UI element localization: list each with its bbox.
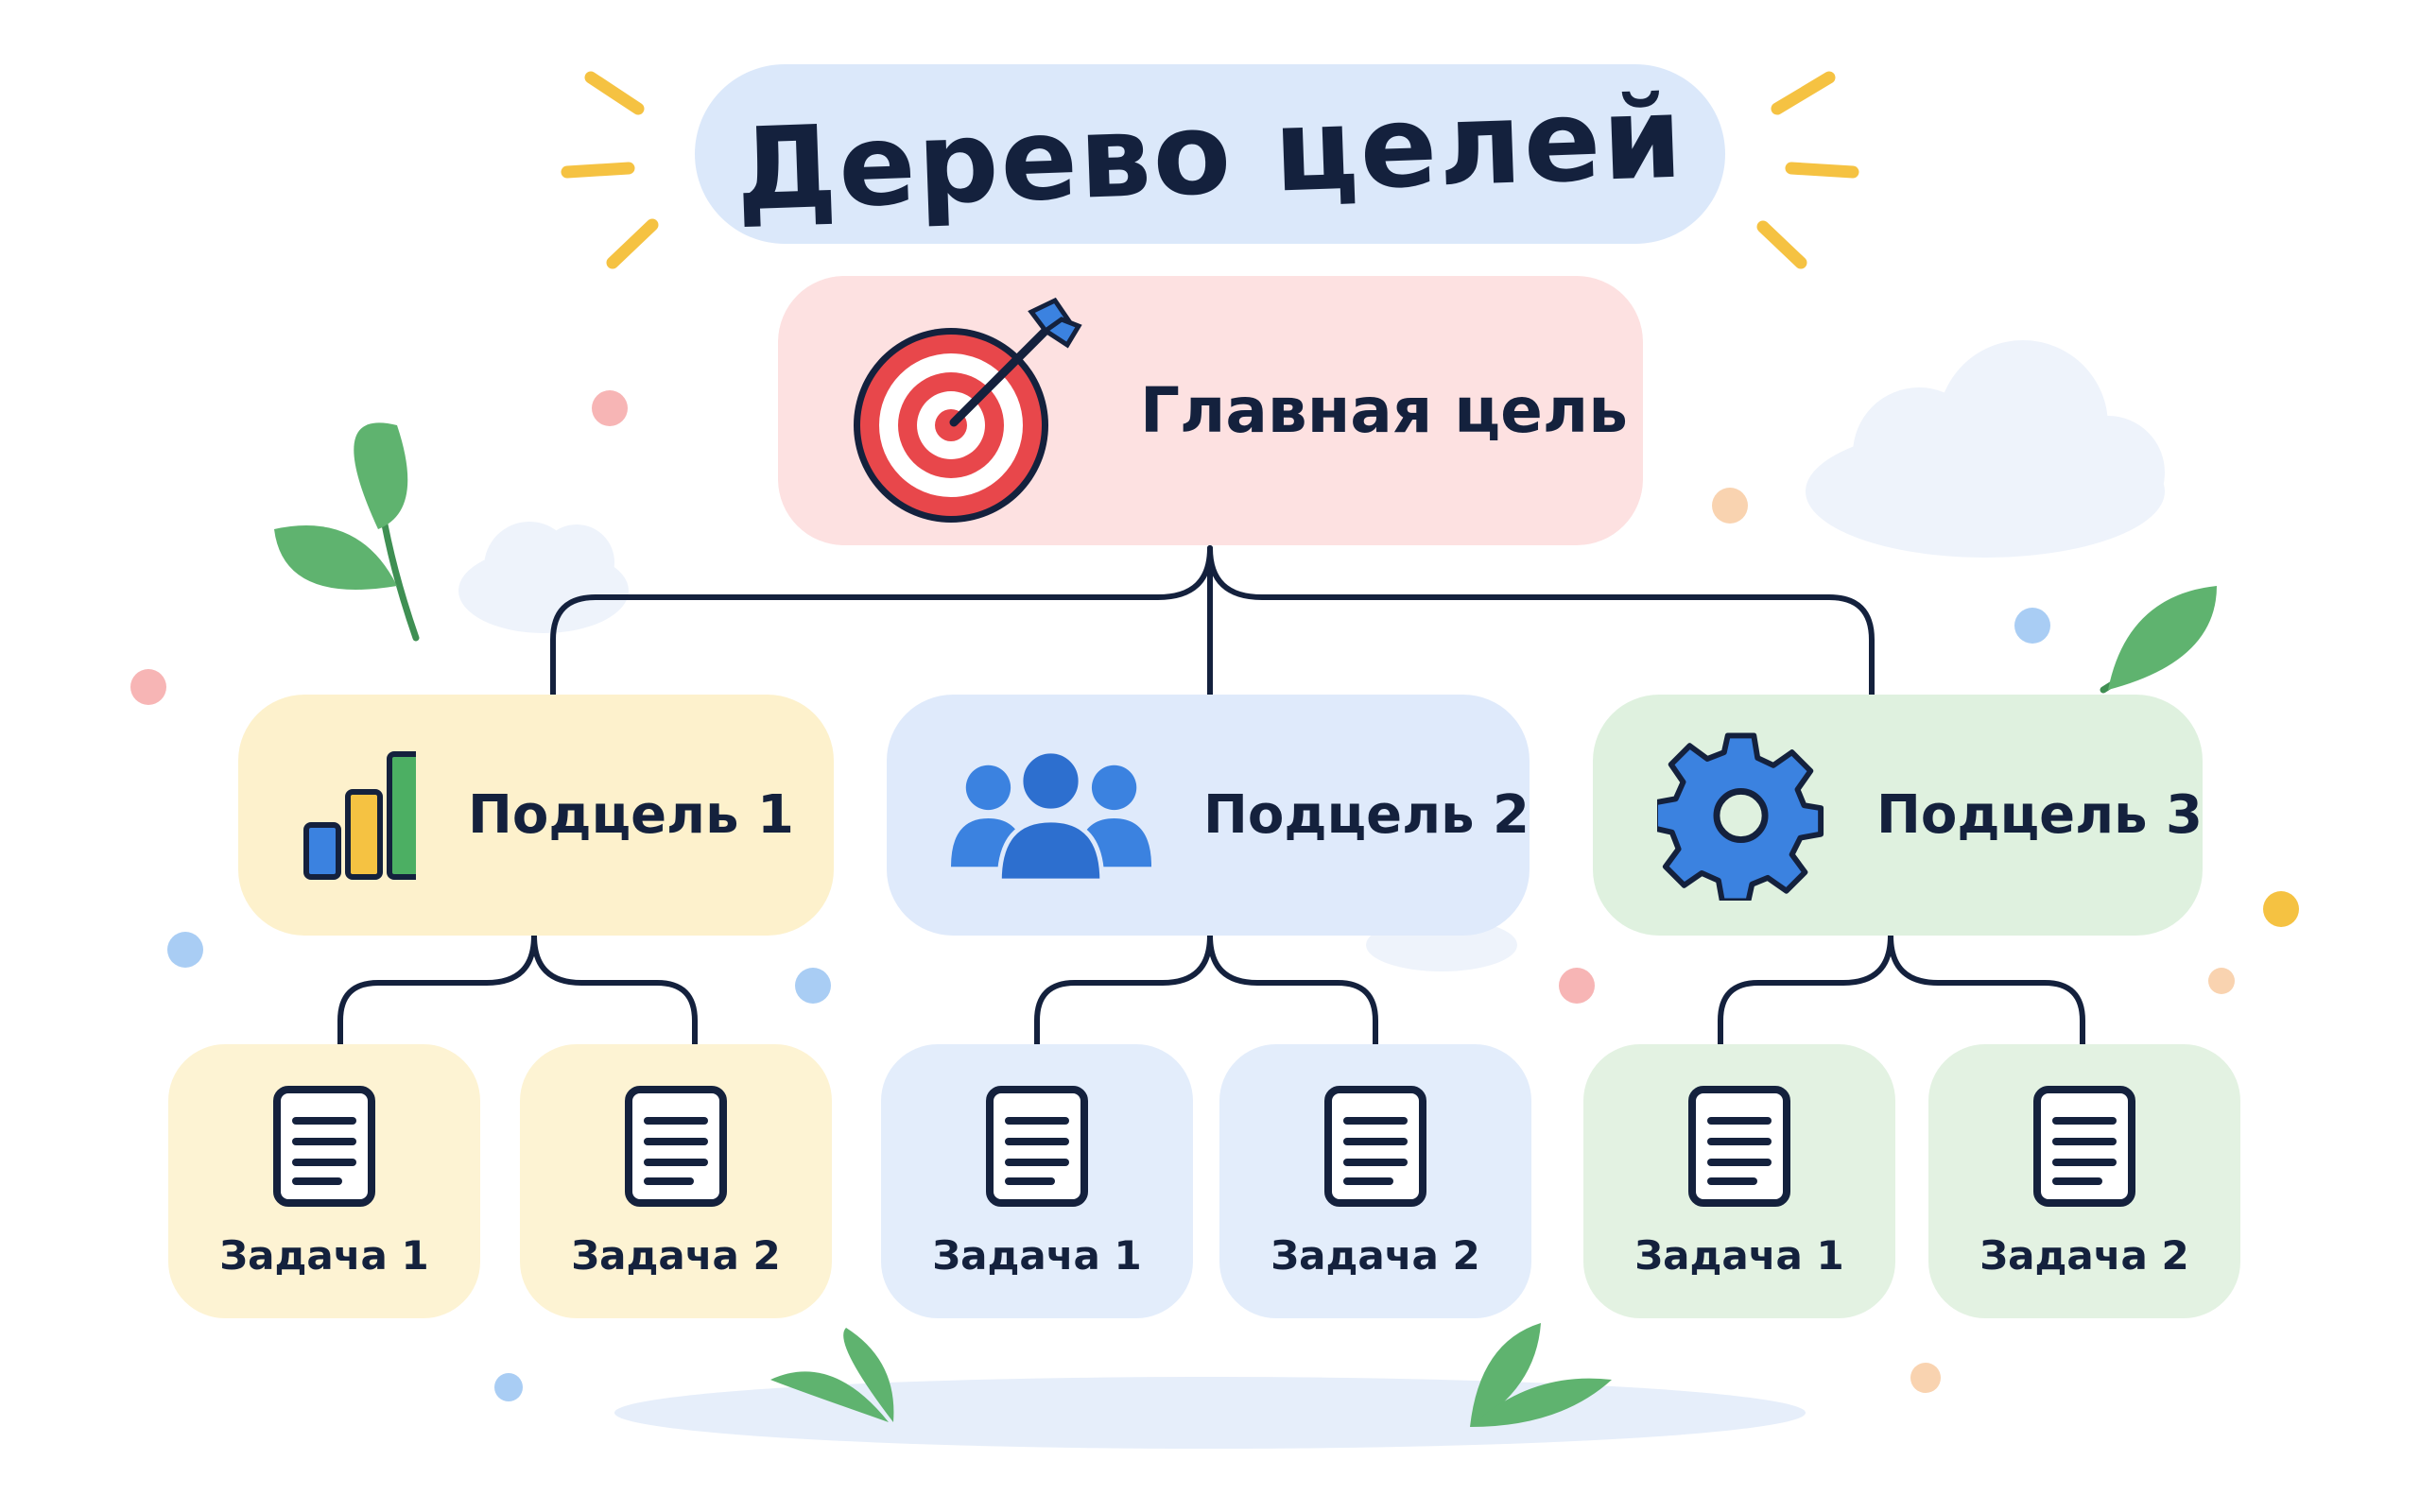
leaf-sprout-center — [770, 1328, 894, 1422]
confetti-dots — [130, 390, 2299, 1401]
subgoal-2-label: Подцель 2 — [1203, 784, 1530, 846]
title-pill: Дерево целей — [695, 64, 1725, 244]
task-label: Задача 2 — [1979, 1231, 2189, 1279]
connector-subgoal-2-tasks — [1034, 933, 1378, 1047]
task-3-2-node: Задача 2 — [1928, 1044, 2240, 1318]
bar-chart-icon — [303, 750, 416, 880]
document-icon — [2033, 1085, 2135, 1207]
subgoal-1-label: Подцель 1 — [468, 784, 794, 846]
cloud-left — [458, 522, 629, 633]
task-label: Задача 2 — [1270, 1231, 1480, 1279]
cloud-right — [1806, 340, 2165, 558]
main-goal-node: Главная цель — [778, 276, 1643, 545]
connector-subgoal-1-tasks — [337, 933, 698, 1047]
document-icon — [273, 1085, 375, 1207]
subgoal-3-label: Подцель 3 — [1876, 784, 2203, 846]
subgoal-2-node: Подцель 2 — [887, 695, 1530, 936]
task-label: Задача 1 — [219, 1231, 429, 1279]
subgoal-3-node: Подцель 3 — [1593, 695, 2203, 936]
leaf-sprout-right — [1470, 1323, 1612, 1427]
document-icon — [1688, 1085, 1790, 1207]
team-icon — [951, 747, 1152, 884]
document-icon — [1324, 1085, 1426, 1207]
task-2-1-node: Задача 1 — [881, 1044, 1193, 1318]
subgoal-1-node: Подцель 1 — [238, 695, 834, 936]
task-label: Задача 1 — [932, 1231, 1142, 1279]
document-icon — [986, 1085, 1088, 1207]
main-goal-label: Главная цель — [1140, 374, 1628, 447]
task-3-1-node: Задача 1 — [1583, 1044, 1895, 1318]
task-1-1-node: Задача 1 — [168, 1044, 480, 1318]
task-label: Задача 2 — [571, 1231, 781, 1279]
leaf-branch-left — [274, 422, 420, 642]
sparkles-right — [1756, 71, 1859, 269]
task-label: Задача 1 — [1634, 1231, 1844, 1279]
connector-main-to-subgoal-1 — [550, 545, 1213, 697]
document-icon — [625, 1085, 727, 1207]
target-icon — [854, 297, 1082, 523]
task-1-2-node: Задача 2 — [520, 1044, 832, 1318]
connector-subgoal-3-tasks — [1718, 933, 2085, 1047]
task-2-2-node: Задача 2 — [1219, 1044, 1531, 1318]
sparkles-left — [561, 71, 659, 269]
diagram-title: Дерево целей — [734, 72, 1686, 236]
leaf-branch-right — [2100, 586, 2217, 694]
connector-main-to-subgoal-3 — [1207, 545, 1875, 697]
gear-icon — [1657, 731, 1824, 901]
